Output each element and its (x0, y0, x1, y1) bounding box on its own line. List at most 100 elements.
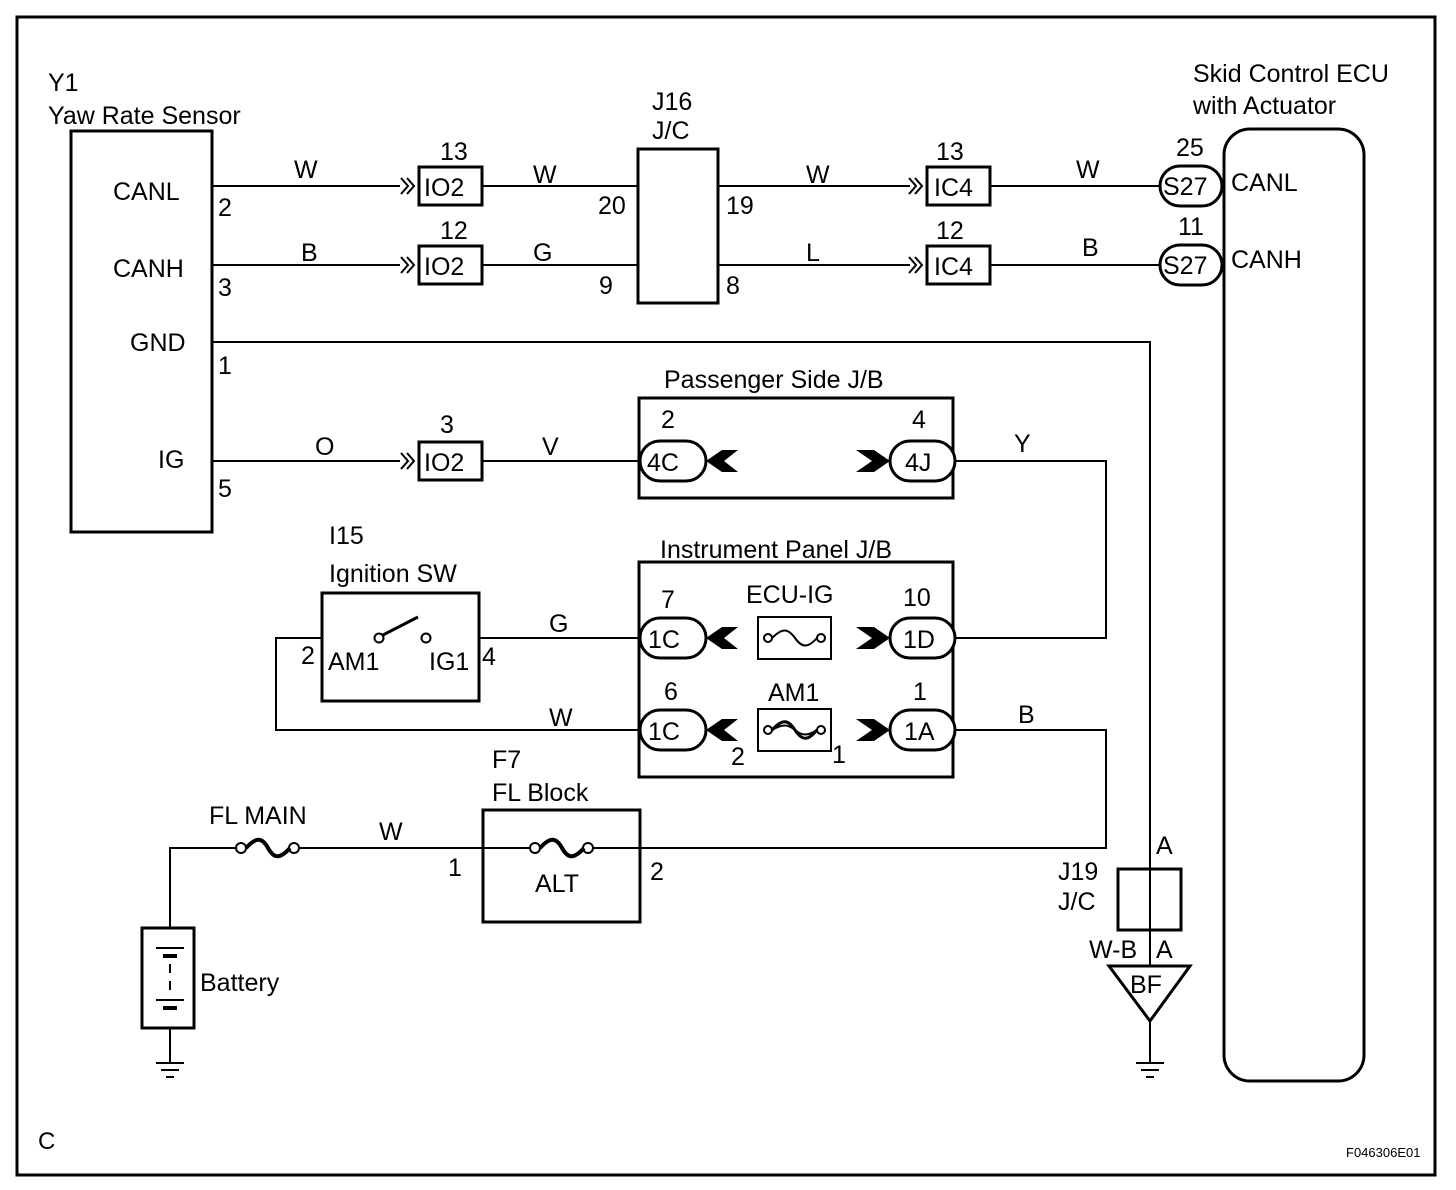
wire-color: B (1018, 701, 1035, 729)
ignition-pin: 2 (301, 642, 315, 670)
wire-color: O (315, 433, 334, 461)
j19-pin: A (1156, 936, 1173, 964)
battery-body (140, 926, 196, 1030)
connector-number: 12 (440, 217, 468, 245)
wire-color: G (549, 610, 568, 638)
jb-name: Passenger Side J/B (664, 366, 884, 394)
wire-color: B (1082, 234, 1099, 262)
fuse-element (771, 629, 818, 647)
terminal-arrow-right (856, 627, 890, 649)
j16-code: J16 (652, 88, 692, 116)
sensor-name: Yaw Rate Sensor (48, 102, 241, 130)
pin-number: 6 (664, 678, 678, 706)
junction-j16: J16 J/C 20 19 9 8 (598, 88, 754, 305)
fl-main-label: FL MAIN (209, 802, 307, 830)
fuse-pin: 1 (832, 741, 846, 769)
figure-code: F046306E01 (1346, 1145, 1420, 1160)
pin-number: 10 (903, 584, 931, 612)
j16-pin: 9 (599, 272, 613, 300)
fuse-terminal (763, 633, 773, 643)
fuse-terminal (763, 725, 773, 735)
connector-code: 1A (904, 718, 935, 746)
wire-color: G (533, 239, 552, 267)
ecu-connector-code: S27 (1163, 173, 1207, 201)
connector-io2-13: 13 IO2 (400, 138, 484, 207)
connector-code: IC4 (934, 253, 973, 281)
sensor-code: Y1 (48, 69, 79, 97)
fuse-name: AM1 (768, 679, 819, 707)
wire-color: W (379, 818, 403, 846)
wire-color-labels: W W W W B G L B O V Y G W B W W-B (294, 156, 1137, 964)
terminal-arrow-right (856, 719, 890, 741)
sensor-pin-label-canl: CANL (113, 178, 180, 206)
connector-number: 3 (440, 411, 454, 439)
sensor-pin-label-ig: IG (158, 446, 184, 474)
ground-icon (1136, 1062, 1164, 1078)
switch-contact (373, 632, 385, 644)
connector-code: 1C (648, 626, 680, 654)
fuse-terminal (529, 842, 541, 854)
fuse-terminal (816, 725, 826, 735)
passenger-side-jb: Passenger Side J/B 2 4 4C 4J (637, 366, 957, 500)
connector-code: 1C (648, 718, 680, 746)
fl-block-pin: 1 (448, 854, 462, 882)
pin-number: 1 (913, 678, 927, 706)
wire-color: W (549, 704, 573, 732)
connector-io2-12: 12 IO2 (400, 217, 484, 286)
j19-type: J/C (1058, 888, 1096, 916)
instrument-panel-jb: Instrument Panel J/B 7 10 ECU-IG 1C 1D 6… (637, 536, 957, 779)
j19-code: J19 (1058, 858, 1098, 886)
sensor-pin-num-canh: 3 (218, 274, 232, 302)
connector-number: 13 (440, 138, 468, 166)
connector-ic4-13: 13 IC4 (908, 138, 992, 207)
connector-code: IO2 (424, 253, 464, 281)
battery: Battery (140, 926, 280, 1078)
wire-color: Y (1014, 430, 1031, 458)
ground-label: BF (1130, 971, 1162, 999)
connector-box (925, 165, 992, 207)
fuse-terminal (288, 842, 300, 854)
ignition-name: Ignition SW (329, 560, 457, 588)
terminal-arrow-right (856, 450, 890, 472)
diagram-frame (15, 15, 1437, 1177)
ground-triangle (1106, 964, 1193, 1024)
ecu-pin-label-canl: CANL (1231, 169, 1298, 197)
ecu-pin-label-canh: CANH (1231, 246, 1302, 274)
fl-block-pin: 2 (650, 858, 664, 886)
fuse-element (538, 837, 586, 859)
ecu-body (1222, 127, 1366, 1083)
ecu-pin-num-canl: 25 (1176, 134, 1204, 162)
ignition-body (320, 591, 481, 703)
fl-block-code: F7 (492, 746, 521, 774)
fl-block-body (481, 808, 642, 924)
connector-code: IO2 (424, 449, 464, 477)
fl-block-name: FL Block (492, 779, 589, 807)
j16-body (636, 147, 720, 305)
ignition-code: I15 (329, 522, 364, 550)
jb-name: Instrument Panel J/B (660, 536, 892, 564)
battery-label: Battery (200, 969, 280, 997)
fl-block-fuse: ALT (535, 870, 579, 898)
yaw-rate-sensor: Y1 Yaw Rate Sensor CANL 2 CANH 3 GND 1 I… (48, 69, 241, 534)
j16-type: J/C (652, 117, 690, 145)
j19-pin: A (1156, 832, 1173, 860)
ecu-connector-canh (1158, 243, 1224, 287)
connector-number: 13 (936, 138, 964, 166)
ignition-pin: 4 (482, 643, 496, 671)
switch-contact (420, 632, 432, 644)
connector-box (417, 440, 484, 482)
connector-code: 1D (903, 626, 935, 654)
ecu-pin-num-canh: 11 (1178, 213, 1204, 241)
sensor-pin-label-canh: CANH (113, 255, 184, 283)
connector-ic4-12: 12 IC4 (908, 217, 992, 286)
fuse-element (244, 837, 292, 859)
pin-number: 4 (912, 406, 926, 434)
switch-blade (382, 615, 419, 637)
fl-block: F7 FL Block ALT 1 2 (448, 746, 664, 924)
sensor-pin-num-ig: 5 (218, 475, 232, 503)
sensor-pin-num-gnd: 1 (218, 352, 232, 380)
junction-j19: A J19 J/C A (1058, 832, 1183, 964)
wire-color: W (806, 161, 830, 189)
ecu-connector-code: S27 (1163, 252, 1207, 280)
j16-pin: 19 (726, 192, 754, 220)
